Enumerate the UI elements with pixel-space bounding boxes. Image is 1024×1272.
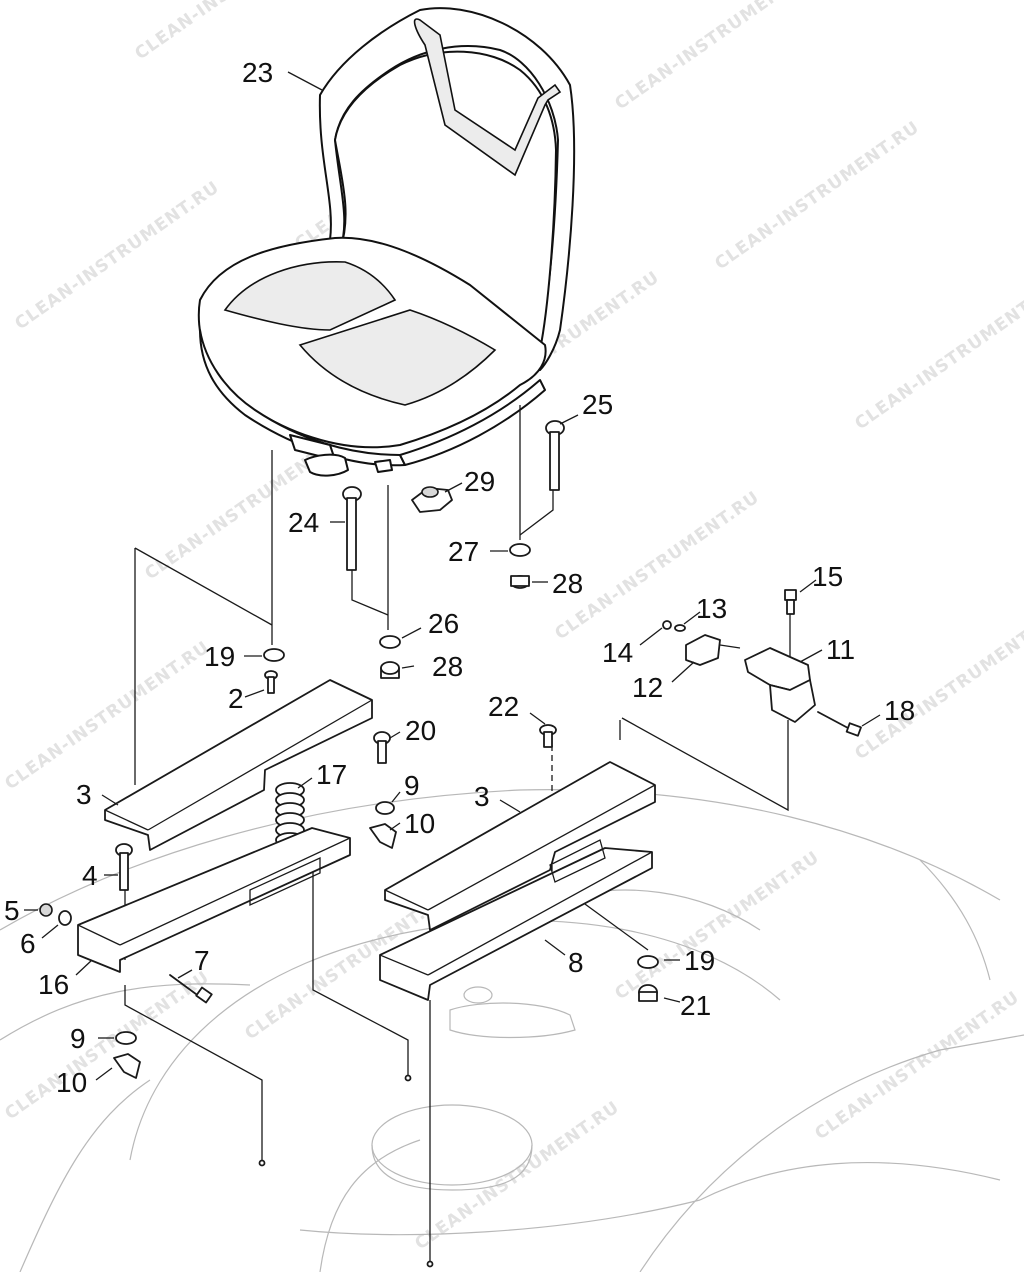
callout-28: 28 <box>432 651 463 682</box>
bolt-24 <box>342 486 362 571</box>
wing-nut-10 <box>369 823 397 849</box>
watermark-text: CLEAN-INSTRUMENT.RU <box>1 967 213 1124</box>
bracket-11 <box>744 647 816 723</box>
bolt-20 <box>373 731 391 764</box>
rail-16-left <box>77 827 351 973</box>
washer-9 <box>115 1031 137 1045</box>
washer-19 <box>637 955 659 969</box>
mount-points <box>258 1074 434 1268</box>
nut-14 <box>662 620 672 630</box>
callout-9: 9 <box>70 1023 86 1054</box>
watermark-text: CLEAN-INSTRUMENT.RU <box>851 607 1024 764</box>
callout-leaders <box>24 71 881 1081</box>
rail-8-right <box>379 847 653 1001</box>
bolt-18 <box>817 711 862 737</box>
watermark-text: CLEAN-INSTRUMENT.RU <box>711 117 923 274</box>
callout-15: 15 <box>812 561 843 592</box>
callout-6: 6 <box>20 928 36 959</box>
callout-labels: 23 25 29 24 27 28 15 13 14 11 12 19 26 2… <box>4 57 915 1098</box>
bolt-22 <box>539 724 557 748</box>
callout-25: 25 <box>582 389 613 420</box>
callout-22: 22 <box>488 691 519 722</box>
callout-3: 3 <box>76 779 92 810</box>
hardware-parts <box>39 420 862 1079</box>
bolt-4 <box>115 843 133 891</box>
callout-5: 5 <box>4 895 20 926</box>
callout-10: 10 <box>404 808 435 839</box>
seat-assembly <box>197 7 576 477</box>
bolt-7 <box>169 974 213 1004</box>
callout-12: 12 <box>632 672 663 703</box>
callout-9: 9 <box>404 770 420 801</box>
callout-11: 11 <box>826 634 855 665</box>
nut-28 <box>510 575 530 589</box>
callout-2: 2 <box>228 683 244 714</box>
machine-body-outline <box>0 789 1024 1272</box>
callout-17: 17 <box>316 759 347 790</box>
nut-21 <box>638 984 658 1002</box>
callout-29: 29 <box>464 466 495 497</box>
callout-27: 27 <box>448 536 479 567</box>
watermark-text: CLEAN-INSTRUMENT.RU <box>611 0 823 114</box>
callout-13: 13 <box>696 593 727 624</box>
seat-rails <box>77 679 656 1001</box>
callout-14: 14 <box>602 637 633 668</box>
callout-21: 21 <box>680 990 711 1021</box>
washer-27 <box>509 543 531 557</box>
screw-2 <box>264 670 278 694</box>
nut-5 <box>39 903 53 917</box>
alignment-lines <box>124 405 791 1262</box>
wing-nut-10 <box>113 1053 141 1079</box>
callout-18: 18 <box>884 695 915 726</box>
washer-19 <box>263 648 285 662</box>
callout-3: 3 <box>474 781 490 812</box>
rail-3-right <box>384 761 656 931</box>
washer-13 <box>674 624 686 632</box>
callout-8: 8 <box>568 947 584 978</box>
watermark-text: CLEAN-INSTRUMENT.RU <box>131 0 343 64</box>
watermark-text: CLEAN-INSTRUMENT.RU <box>811 987 1023 1144</box>
micro-switch-12 <box>685 634 741 666</box>
bolt-25 <box>545 420 565 491</box>
rubber-mount-29 <box>411 486 453 513</box>
callout-19: 19 <box>204 641 235 672</box>
washer-6 <box>58 910 72 926</box>
callout-26: 26 <box>428 608 459 639</box>
callout-24: 24 <box>288 507 319 538</box>
bolt-15 <box>784 589 797 615</box>
nut-28 <box>380 661 400 679</box>
callout-28: 28 <box>552 568 583 599</box>
callout-23: 23 <box>242 57 273 88</box>
watermark-text: CLEAN-INSTRUMENT.RU <box>11 177 223 334</box>
callout-10: 10 <box>56 1067 87 1098</box>
watermark-text: CLEAN-INSTRUMENT.RU <box>551 487 763 644</box>
washer-26 <box>379 635 401 649</box>
rail-3-left <box>104 679 373 851</box>
washer-9 <box>375 801 395 815</box>
callout-4: 4 <box>82 860 98 891</box>
watermark-text: CLEAN-INSTRUMENT.RU <box>851 277 1024 434</box>
callout-16: 16 <box>38 969 69 1000</box>
callout-7: 7 <box>194 945 210 976</box>
callout-19: 19 <box>684 945 715 976</box>
callout-20: 20 <box>405 715 436 746</box>
